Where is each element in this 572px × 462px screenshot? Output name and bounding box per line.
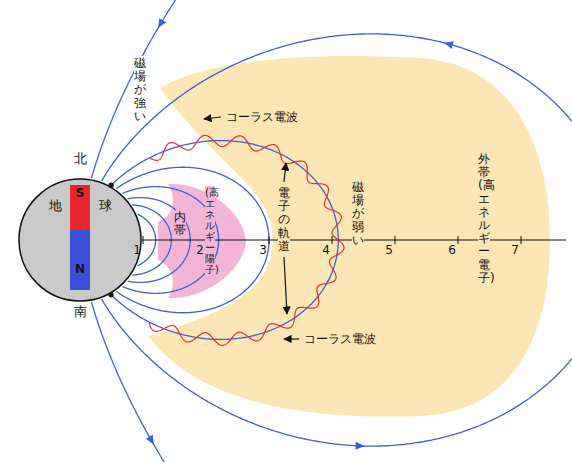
label-text: 南 bbox=[73, 304, 88, 320]
text-holder: コーラス電波 bbox=[225, 110, 299, 124]
label-text: 1 bbox=[132, 243, 142, 257]
text-holder: 電子の軌道 bbox=[278, 186, 290, 254]
field-arrow bbox=[355, 442, 364, 450]
outer-belt-fill bbox=[148, 56, 550, 417]
footpoint-dot bbox=[109, 183, 114, 188]
vertical-label: 外帯(高エネルギー電子) bbox=[478, 152, 490, 286]
field-arrow bbox=[146, 435, 154, 445]
outer-belt-outline bbox=[146, 50, 552, 422]
text-holder: 地 bbox=[48, 198, 63, 214]
outer-belt: 外帯(高エネルギー電子) bbox=[146, 50, 552, 422]
label-text: コーラス電波 bbox=[225, 110, 299, 124]
magnet-pole: N bbox=[70, 230, 90, 290]
inner-belt: 内帯 (高エネルギー陽子) bbox=[156, 182, 248, 300]
field-line bbox=[102, 34, 572, 446]
vertical-label: (高エネルギー陽子) bbox=[205, 186, 215, 276]
earth-circle: 地 球S N bbox=[18, 178, 142, 302]
text-holder: 北 bbox=[73, 151, 88, 167]
text-holder: 6 bbox=[447, 243, 457, 257]
earth-disc bbox=[19, 179, 141, 301]
vertical-label: 内帯 bbox=[174, 210, 186, 238]
axis-tick bbox=[332, 236, 333, 244]
label-text: 6 bbox=[447, 243, 457, 257]
vertical-label: 電子の軌道 bbox=[278, 186, 290, 254]
label-text: 4 bbox=[321, 243, 331, 257]
axis-tick bbox=[395, 236, 396, 244]
axis-tick bbox=[269, 236, 270, 244]
text-holder: 3 bbox=[258, 243, 268, 257]
text-holder: N bbox=[74, 262, 86, 276]
text-holder: 1 bbox=[132, 243, 142, 257]
text-holder: S bbox=[75, 186, 86, 200]
chorus-arrow bbox=[284, 338, 299, 339]
text-holder: 4 bbox=[321, 243, 331, 257]
field-arrow bbox=[158, 18, 166, 28]
label-text: コーラス電波 bbox=[303, 332, 377, 346]
text-holder: 磁場が弱い bbox=[352, 180, 364, 248]
field-lines bbox=[92, 0, 572, 462]
vertical-label: 磁場が弱い bbox=[352, 180, 364, 248]
text-holder: 南 bbox=[73, 304, 88, 320]
label-text: 地 bbox=[48, 198, 63, 214]
text-holder: (高エネルギー陽子) bbox=[205, 186, 215, 276]
inner-belt-outline bbox=[156, 182, 248, 300]
axis-tick bbox=[458, 236, 459, 244]
label-text: 2 bbox=[195, 243, 205, 257]
field-line bbox=[92, 0, 572, 462]
axis-tick bbox=[521, 236, 522, 244]
label-text: S bbox=[75, 186, 86, 200]
vertical-label: 磁場が強い bbox=[134, 56, 146, 124]
text-holder: 内帯 bbox=[174, 210, 186, 238]
footpoint-dot bbox=[109, 292, 114, 297]
text-holder: 7 bbox=[510, 243, 520, 257]
label-text: 北 bbox=[73, 151, 88, 167]
magnet-pole: S bbox=[70, 185, 90, 230]
label-text: 7 bbox=[510, 243, 520, 257]
text-holder: 5 bbox=[384, 243, 394, 257]
field-arrow bbox=[444, 41, 454, 49]
text-holder: コーラス電波 bbox=[303, 332, 377, 346]
inner-belt-fill bbox=[158, 184, 246, 298]
text-holder: 磁場が強い bbox=[134, 56, 146, 124]
label-text: 球 bbox=[98, 198, 113, 214]
text-holder: 外帯(高エネルギー電子) bbox=[478, 152, 490, 286]
text-holder: 球 bbox=[98, 198, 113, 214]
label-text: N bbox=[74, 262, 86, 276]
label-text: 3 bbox=[258, 243, 268, 257]
label-text: 5 bbox=[384, 243, 394, 257]
axis-tick bbox=[143, 236, 144, 244]
text-holder: 2 bbox=[195, 243, 205, 257]
